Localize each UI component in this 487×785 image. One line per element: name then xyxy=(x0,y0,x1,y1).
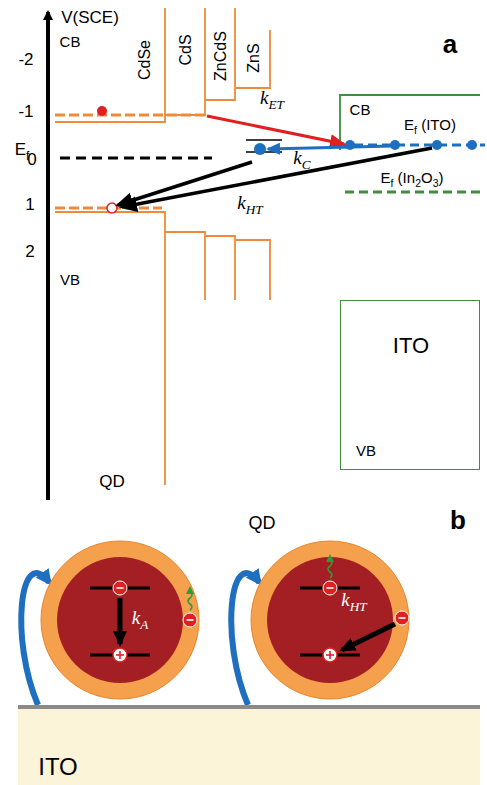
node-text: ITO xyxy=(38,754,78,780)
rate-label: kHT xyxy=(341,590,366,614)
quantum-dot: kA xyxy=(40,540,200,700)
tick-label: 2 xyxy=(25,243,34,262)
material-label: CdSe xyxy=(136,40,154,80)
qd-sphere xyxy=(250,540,410,700)
rate-label: kA xyxy=(132,608,149,632)
tick-label: -1 xyxy=(18,103,33,122)
band-label: CB xyxy=(350,102,371,119)
tick-label: 1 xyxy=(25,196,34,215)
node-text: VB xyxy=(356,443,376,460)
qd-label: QD xyxy=(99,473,125,492)
ito-substrate: ITO xyxy=(18,705,480,785)
material-label: ZnCdS xyxy=(212,31,230,81)
rate-label: kC xyxy=(293,148,310,172)
ito-band-box: ITO VB xyxy=(340,300,480,470)
panel-letter: b xyxy=(450,506,466,535)
band-label: CB xyxy=(60,34,81,51)
material-label: CdS xyxy=(177,34,195,65)
tick-label: -2 xyxy=(18,51,33,70)
qd-sphere xyxy=(40,540,200,700)
tick-label: 0 xyxy=(27,151,36,170)
qd-label: QD xyxy=(249,514,276,534)
node-text: ITO xyxy=(393,334,429,358)
fermi-label: Ef (In2O3) xyxy=(381,170,444,190)
rate-label: kET xyxy=(260,88,284,112)
fermi-label: Ef xyxy=(15,141,30,162)
quantum-dot: kHT xyxy=(250,540,410,700)
rate-label: kHT xyxy=(237,193,262,217)
panel-letter: a xyxy=(443,30,457,59)
material-label: ZnS xyxy=(245,43,263,72)
axis-title: V(SCE) xyxy=(61,9,119,28)
fermi-label: Ef (ITO) xyxy=(404,117,456,137)
band-label: VB xyxy=(60,272,80,289)
